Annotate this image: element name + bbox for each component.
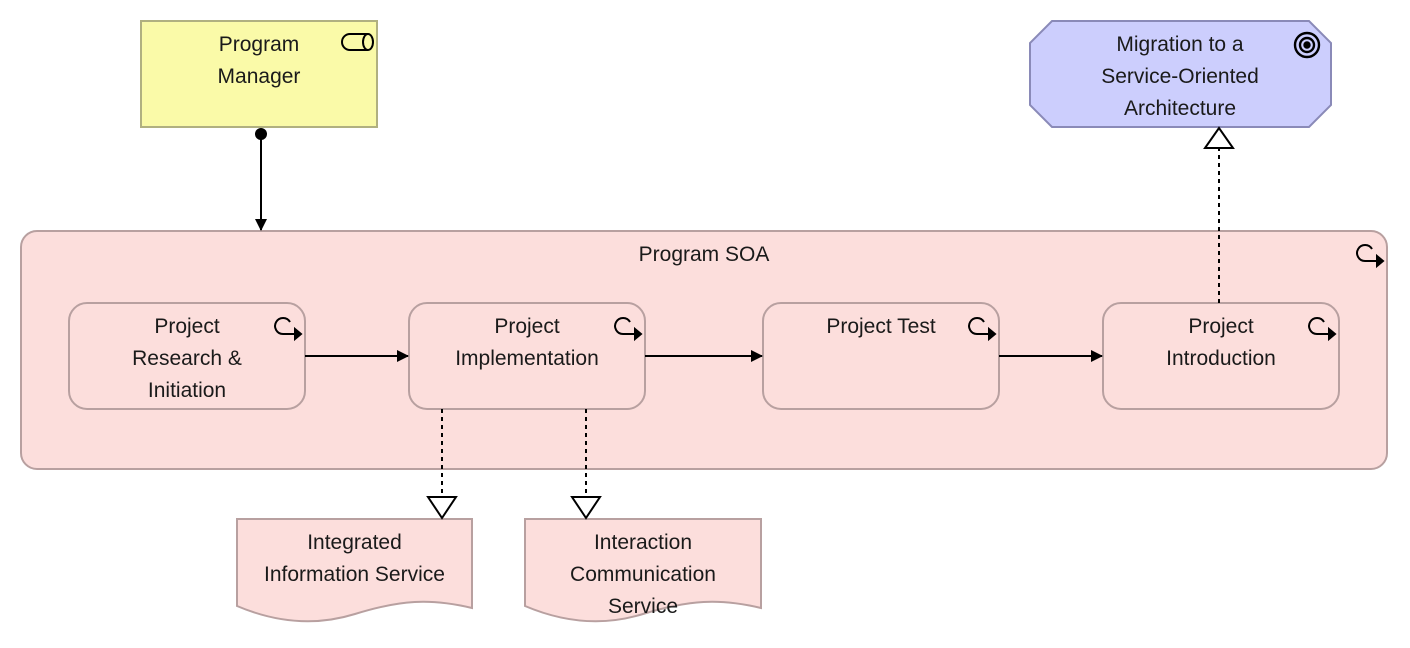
work-package-icon [614, 317, 643, 342]
deliverable-line1: Integrated [307, 531, 402, 554]
work-package-icon [968, 317, 997, 342]
project-line2: Research & [132, 347, 242, 370]
deliverable-line2: Communication [570, 563, 716, 586]
project-line1: Project Test [826, 315, 936, 338]
deliverable-integrated-information-service[interactable] [236, 518, 473, 623]
project-boxes [68, 302, 1340, 410]
project-label-research: Project Research & Initiation [69, 311, 305, 407]
program-manager-box[interactable] [140, 20, 378, 128]
realization-connector[interactable] [426, 409, 458, 520]
program-soa-container[interactable] [20, 230, 1388, 470]
goal-label: Migration to a Service-Oriented Architec… [1030, 29, 1330, 125]
project-label-introduction: Project Introduction [1103, 311, 1339, 375]
project-label-test: Project Test [763, 311, 999, 343]
assignment-connector[interactable] [255, 128, 267, 231]
deliverable-label-integrated: Integrated Information Service [237, 527, 472, 591]
work-package-icon [1308, 317, 1337, 342]
deliverable-line2: Information Service [264, 563, 445, 586]
program-manager-label: Program Manager [141, 29, 377, 93]
realization-connector[interactable] [570, 409, 602, 520]
program-soa-title: Program SOA [21, 239, 1387, 271]
project-line1: Project [494, 315, 560, 338]
deliverable-interaction-communication-service[interactable] [524, 518, 762, 623]
project-line3: Initiation [147, 379, 227, 402]
program-title-text: Program SOA [638, 243, 770, 266]
goal-box[interactable] [1029, 20, 1332, 128]
project-line2: Implementation [455, 347, 599, 370]
role-icon [341, 33, 374, 51]
project-line1: Project [154, 315, 220, 338]
work-package-icon [274, 317, 303, 342]
work-package-icon [1356, 244, 1385, 269]
deliverable-line1: Interaction [593, 531, 693, 554]
project-box-introduction[interactable] [1102, 302, 1340, 410]
program-manager-line1: Program [218, 33, 300, 56]
deliverable-line3: Service [607, 595, 679, 618]
deliverable-label-interaction: Interaction Communication Service [525, 527, 761, 623]
goal-line1: Migration to a [1116, 33, 1244, 56]
goal-line3: Architecture [1123, 97, 1237, 120]
goal-line2: Service-Oriented [1101, 65, 1259, 88]
project-line1: Project [1188, 315, 1254, 338]
realization-connector[interactable] [1203, 126, 1235, 303]
goal-icon [1293, 31, 1321, 59]
program-manager-line2: Manager [217, 65, 301, 88]
project-label-implementation: Project Implementation [409, 311, 645, 375]
project-line2: Introduction [1166, 347, 1276, 370]
